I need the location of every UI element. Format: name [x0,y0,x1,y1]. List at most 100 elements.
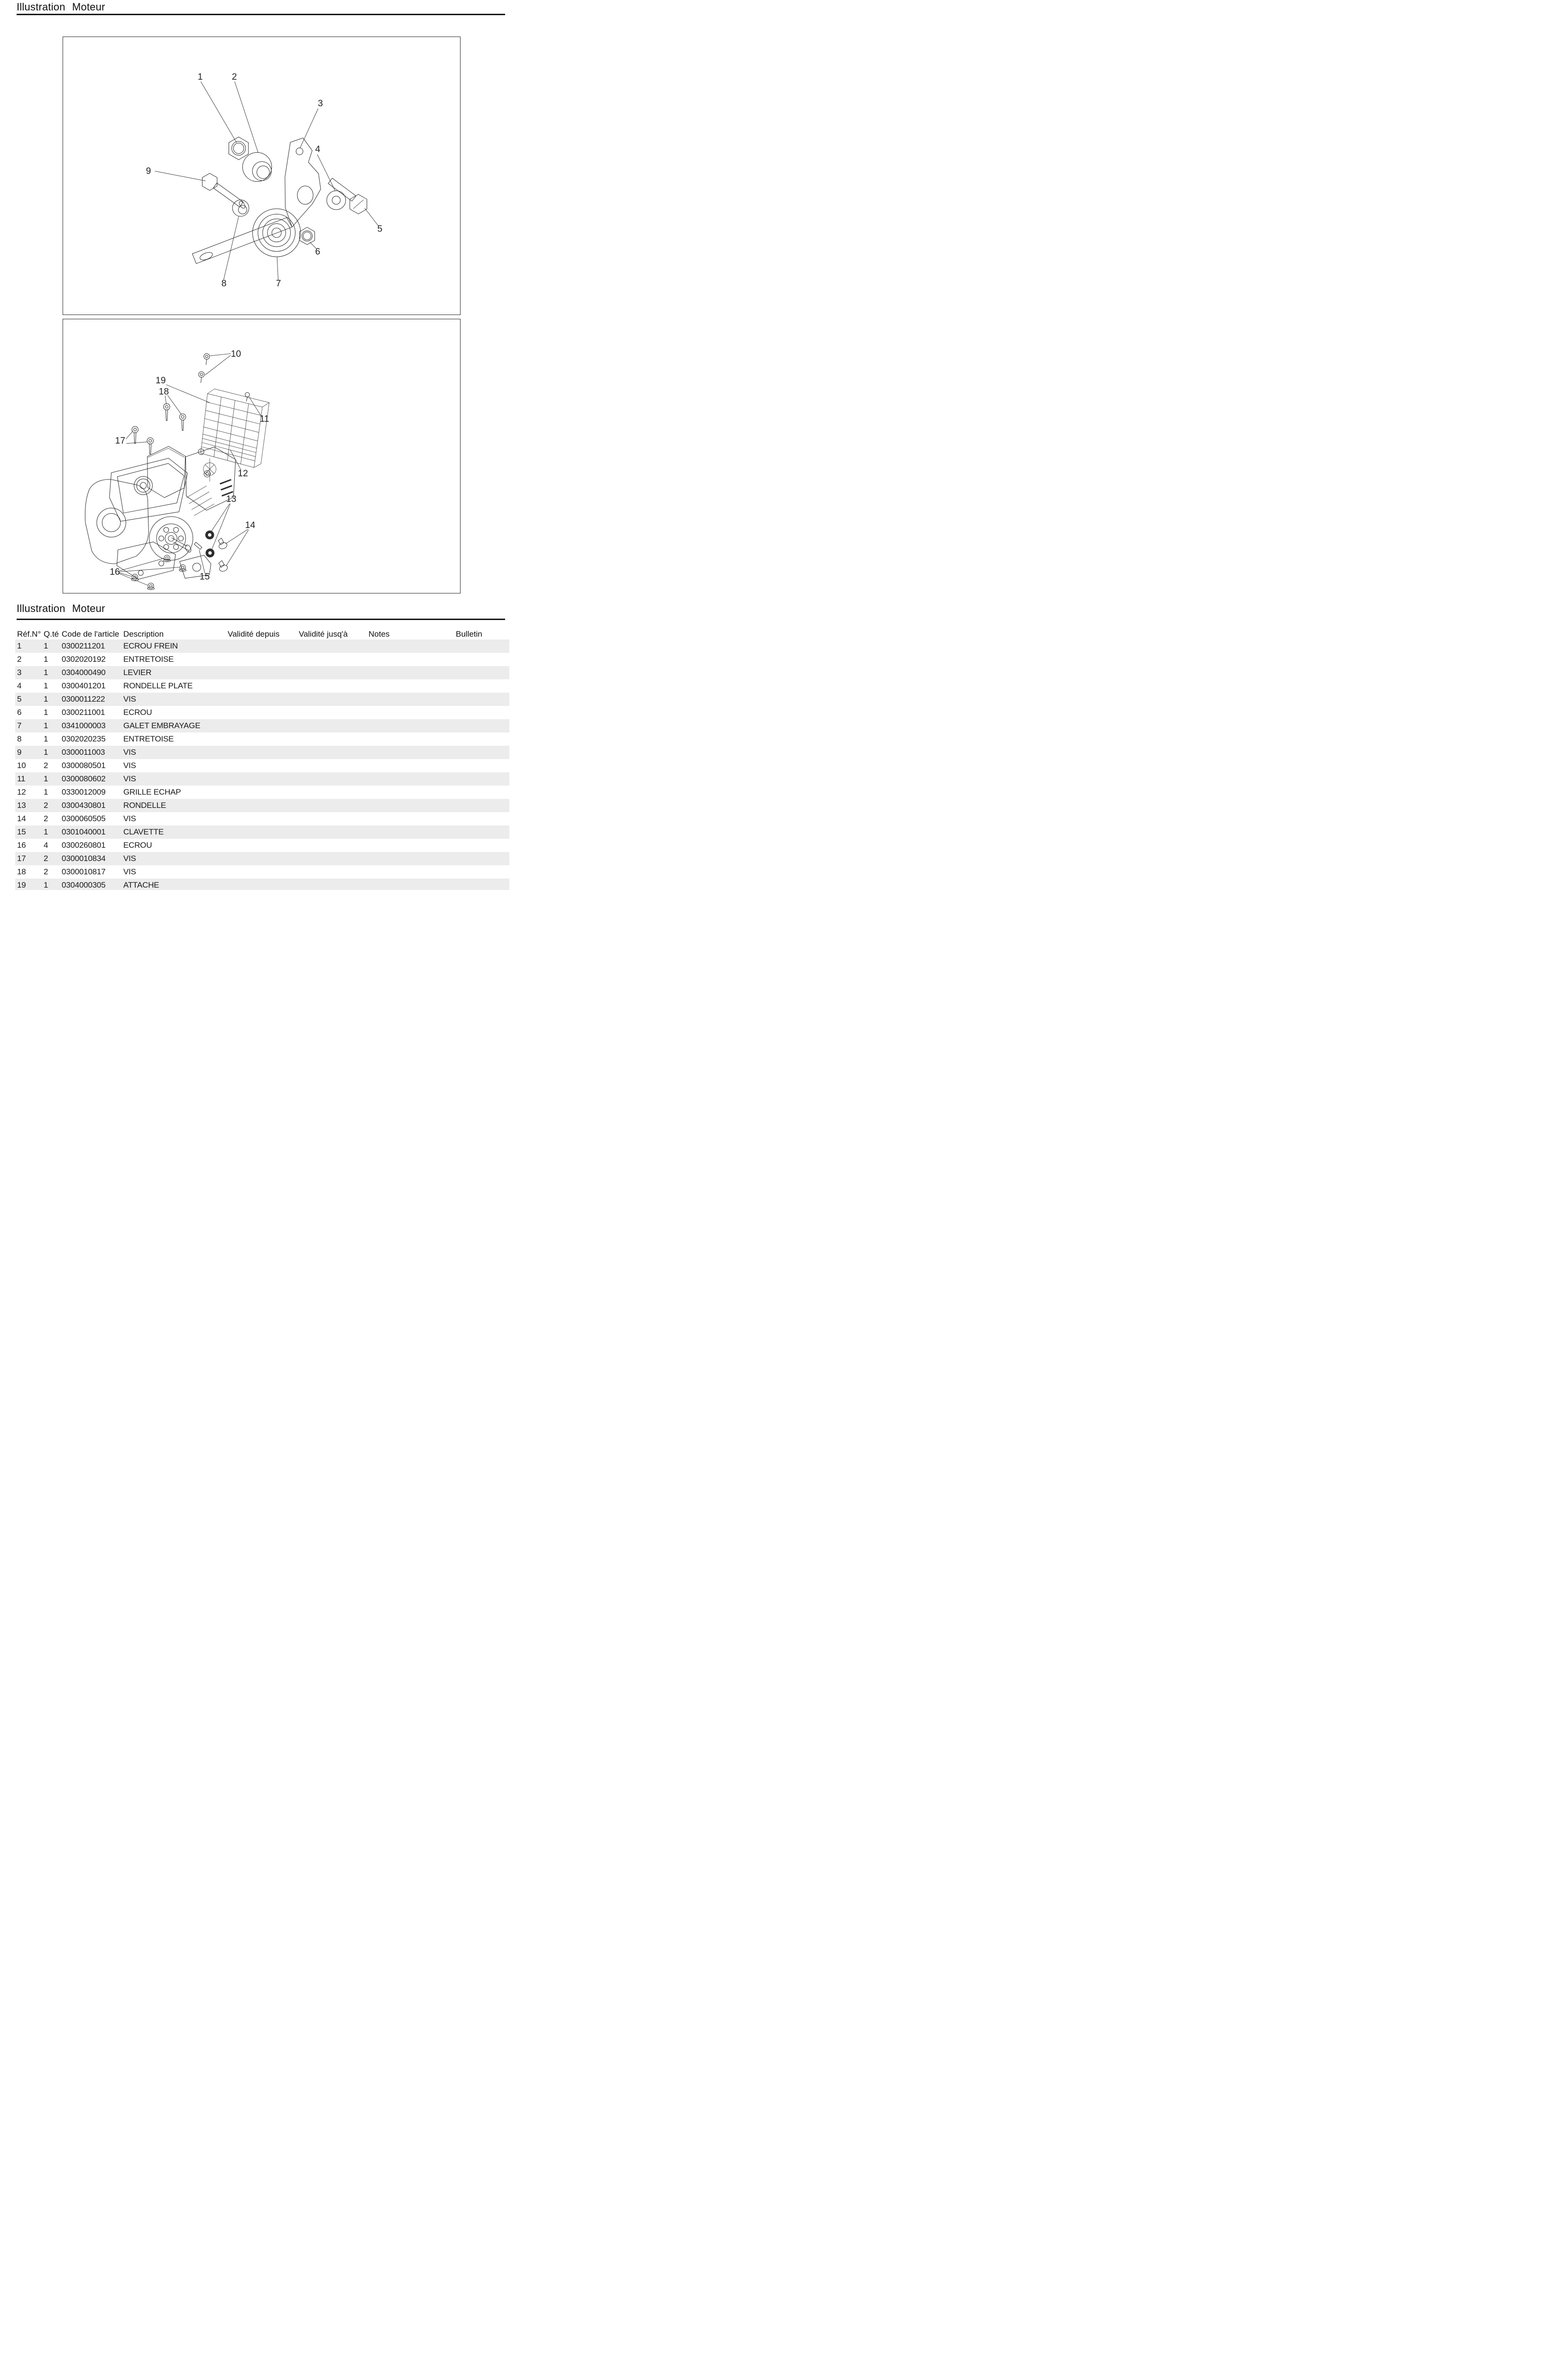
part-screw-9 [202,173,246,209]
cell-qty: 1 [44,734,48,743]
part-screws-14 [218,537,228,572]
cell-desc: ECROU [123,841,152,850]
cell-code: 0304000305 [62,880,106,890]
diagram-box-1: 1 2 3 4 9 5 6 7 8 [63,37,461,315]
leader-lines-fig2 [119,353,262,586]
callout-9: 9 [146,167,151,176]
cell-desc: LEVIER [123,668,152,677]
callout-7: 7 [276,278,281,288]
callout-6: 6 [315,247,321,257]
exploded-view-1: 1 2 3 4 9 5 6 7 8 [146,72,383,288]
part-screws-18 [163,403,186,431]
cell-code: 0300211001 [62,708,105,717]
callout-12: 12 [238,468,248,479]
header-desc: Description [123,630,164,639]
cell-desc: CLAVETTE [123,827,164,836]
cell-qty: 2 [44,814,48,823]
page-title: Illustration Moteur [17,1,105,13]
cell-code: 0300011003 [62,748,105,757]
callout-5: 5 [378,224,383,234]
cell-desc: VIS [123,761,136,770]
cell-ref: 16 [17,841,26,850]
callout-11: 11 [259,414,269,424]
cell-code: 0300011222 [62,695,105,704]
cell-desc: VIS [123,748,136,757]
cell-code: 0300211201 [62,641,105,650]
diagram-box-2: 10 19 18 11 17 12 13 14 15 16 [63,319,461,593]
header-ref: Réf.N° [17,630,41,639]
part-flat-washer-4 [326,190,346,210]
callout-19: 19 [156,375,166,386]
part-screws-17 [131,426,154,454]
cell-code: 0341000003 [62,721,106,730]
cell-code: 0300430801 [62,801,106,810]
cell-code: 0302020235 [62,734,106,743]
cell-ref: 1 [17,641,22,650]
header-bulletin: Bulletin [456,630,482,639]
cell-qty: 2 [44,801,48,810]
table-row: 3 1 0304000490 LEVIER [0,666,523,679]
cell-desc: ECROU [123,708,152,717]
callout-1: 1 [198,72,203,82]
callout-17: 17 [115,435,125,446]
cell-desc: VIS [123,854,136,863]
part-exhaust-grille-12 [200,389,269,468]
cell-ref: 8 [17,734,22,743]
cell-qty: 1 [44,681,48,690]
cell-ref: 11 [17,774,26,783]
cell-ref: 2 [17,655,22,664]
table-header: Réf.N° Q.té Code de l'article Descriptio… [0,629,523,639]
cell-desc: VIS [123,867,136,876]
part-screw-11 [245,392,250,401]
cell-qty: 1 [44,788,48,797]
cell-desc: VIS [123,814,136,823]
cell-code: 0301040001 [62,827,106,836]
cell-code: 0330012009 [62,788,106,797]
cell-code: 0300010817 [62,867,106,876]
cell-ref: 10 [17,761,26,770]
part-nut-6 [299,227,315,245]
cell-ref: 6 [17,708,22,717]
cell-desc: GALET EMBRAYAGE [123,721,201,730]
cell-desc: ATTACHE [123,880,159,890]
cell-code: 0304000490 [62,668,106,677]
cell-code: 0300060505 [62,814,106,823]
cell-qty: 1 [44,668,48,677]
cell-code: 0300010834 [62,854,106,863]
part-bracket-lever-3 [192,138,321,264]
cell-ref: 4 [17,681,22,690]
part-screws-10 [198,353,210,383]
callout-14: 14 [245,520,256,530]
cell-qty: 1 [44,827,48,836]
header-notes: Notes [369,630,390,639]
part-washers-13 [205,530,215,557]
part-nuts-16 [131,555,186,590]
cell-code: 0300080602 [62,774,106,783]
part-spacer-2 [242,152,272,182]
callout-10: 10 [231,349,241,359]
cell-code: 0302020192 [62,655,106,664]
cell-desc: ECROU FREIN [123,641,178,650]
cell-qty: 4 [44,841,48,850]
cell-qty: 1 [44,774,48,783]
callout-13: 13 [226,494,236,504]
exploded-view-2: 10 19 18 11 17 12 13 14 15 16 [85,349,269,590]
callout-3: 3 [318,99,323,109]
cell-desc: RONDELLE [123,801,166,810]
cell-ref: 3 [17,668,22,677]
part-spacer-8 [232,199,249,217]
